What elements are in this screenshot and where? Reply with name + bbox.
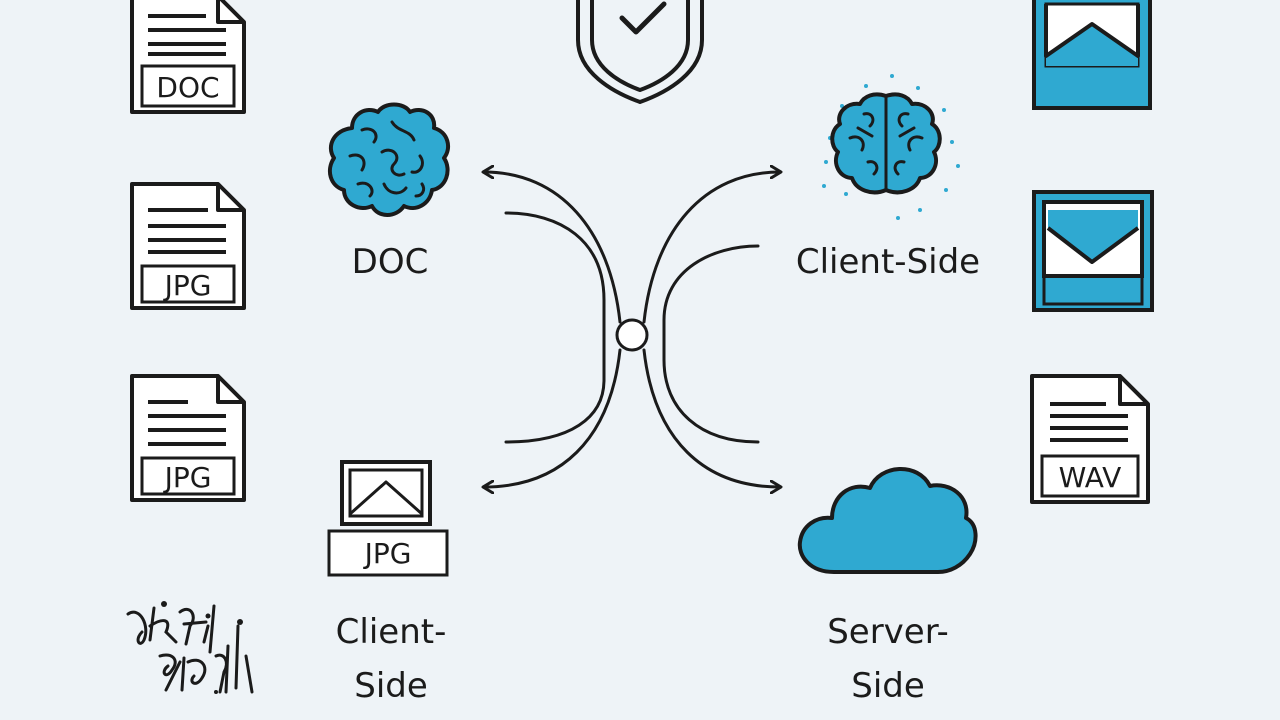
arrow-to-bottom-left — [484, 348, 622, 487]
arrow-to-top-right — [642, 172, 780, 324]
arrow-to-bottom-right — [642, 348, 780, 487]
shield-check-icon — [576, 0, 704, 104]
inner-curve-right-bottom — [662, 334, 760, 444]
brain-icon — [327, 102, 451, 217]
handwritten-signature — [126, 601, 254, 694]
file-type-tag: WAV — [1059, 461, 1122, 494]
file-type-tag: JPG — [163, 461, 212, 494]
document-icon: DOC — [130, 0, 246, 114]
node-label-client-side-line1: Client- — [335, 612, 447, 652]
cloud-icon — [797, 467, 978, 574]
picture-icon — [340, 460, 432, 526]
inner-curve-left-top — [504, 211, 606, 338]
inner-curve-right-top — [662, 244, 760, 338]
file-type-tag: DOC — [156, 71, 219, 104]
inner-curve-left-bottom — [504, 334, 606, 444]
node-label-server-side-line1: Server- — [827, 612, 949, 652]
node-label-client-side-line2: Side — [354, 666, 428, 706]
picture-icon — [1032, 0, 1152, 110]
file-type-tag: JPG — [327, 529, 449, 577]
document-icon: JPG — [130, 182, 246, 310]
hub-node — [615, 318, 649, 352]
file-type-tag-text: JPG — [363, 537, 412, 570]
document-icon: JPG — [130, 374, 246, 502]
picture-icon — [1032, 190, 1154, 312]
file-type-tag: JPG — [163, 269, 212, 302]
document-icon: WAV — [1030, 374, 1150, 504]
node-label-client-side: Client-Side — [795, 242, 981, 282]
brain-icon — [822, 74, 960, 220]
node-label-server-side-line2: Side — [851, 666, 925, 706]
arrow-to-top-left — [484, 172, 622, 324]
node-label-doc: DOC — [351, 242, 429, 282]
